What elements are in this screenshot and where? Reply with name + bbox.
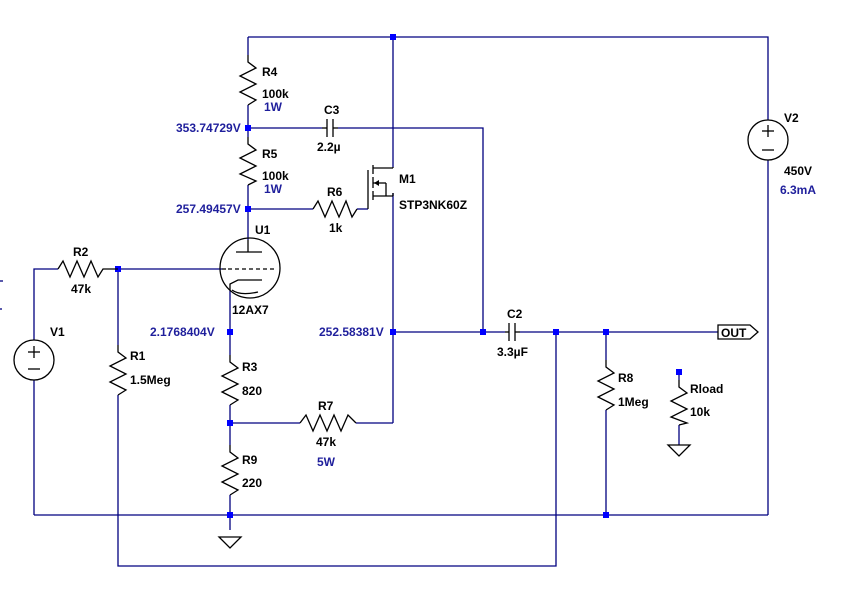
resistor-r9[interactable] [220, 445, 240, 496]
capacitor-c3[interactable] [322, 119, 338, 137]
u1-value: 12AX7 [232, 303, 269, 317]
node-voltage-cathode: 2.1768404V [150, 325, 215, 339]
mosfet-m1[interactable] [367, 165, 394, 209]
c3-ref: C3 [324, 103, 340, 117]
r7-value: 47k [316, 435, 336, 449]
resistor-r8[interactable] [596, 360, 616, 411]
triode-u1[interactable] [219, 237, 281, 299]
r9-value: 220 [242, 476, 262, 490]
resistor-r2[interactable] [57, 259, 118, 279]
r5-value: 100k [262, 169, 289, 183]
out-port-label: OUT [721, 326, 747, 340]
u1-ref: U1 [255, 223, 271, 237]
r4-value: 100k [262, 87, 289, 101]
r9-ref: R9 [242, 453, 258, 467]
rload-value: 10k [690, 405, 710, 419]
r7-power: 5W [317, 455, 336, 469]
r2-value: 47k [71, 282, 91, 296]
r3-ref: R3 [242, 360, 258, 374]
r5-power: 1W [264, 182, 283, 196]
r6-value: 1k [329, 221, 343, 235]
resistor-r3[interactable] [220, 355, 240, 406]
node-voltage-plate: 257.49457V [176, 202, 241, 216]
r8-ref: R8 [618, 371, 634, 385]
r1-value: 1.5Meg [130, 373, 171, 387]
ground-symbol-rload [666, 444, 692, 457]
v2-value: 450V [784, 164, 812, 178]
r1-ref: R1 [130, 349, 146, 363]
wires [0, 36, 769, 567]
c3-value: 2.2µ [317, 140, 341, 154]
resistor-r5[interactable] [238, 137, 258, 186]
capacitor-c2[interactable] [505, 323, 520, 341]
r4-ref: R4 [262, 65, 278, 79]
ground-symbol-main [217, 536, 243, 549]
node-voltage-r4-r5: 353.74729V [176, 121, 241, 135]
v1-ref: V1 [50, 325, 65, 339]
r8-value: 1Meg [618, 395, 649, 409]
m1-value: STP3NK60Z [399, 198, 467, 212]
junctions [115, 34, 682, 518]
m1-ref: M1 [399, 172, 416, 186]
resistor-r1[interactable] [108, 345, 128, 396]
voltage-source-v2[interactable] [747, 119, 789, 161]
v2-ref: V2 [784, 111, 799, 125]
resistor-r7[interactable] [299, 413, 357, 433]
c2-value: 3.3µF [497, 345, 528, 359]
resistor-r6[interactable] [312, 199, 358, 219]
r6-ref: R6 [327, 185, 343, 199]
r3-value: 820 [242, 384, 262, 398]
r5-ref: R5 [262, 147, 278, 161]
resistor-rload[interactable] [669, 380, 690, 426]
out-port[interactable]: OUT [717, 324, 759, 340]
r7-ref: R7 [318, 399, 334, 413]
r4-power: 1W [264, 100, 283, 114]
r2-ref: R2 [73, 245, 89, 259]
rload-ref: Rload [690, 382, 723, 396]
v2-current: 6.3mA [780, 183, 816, 197]
node-voltage-source: 252.58381V [319, 325, 384, 339]
c2-ref: C2 [507, 307, 523, 321]
resistor-r4[interactable] [238, 55, 258, 106]
voltage-source-v1[interactable] [13, 339, 55, 381]
